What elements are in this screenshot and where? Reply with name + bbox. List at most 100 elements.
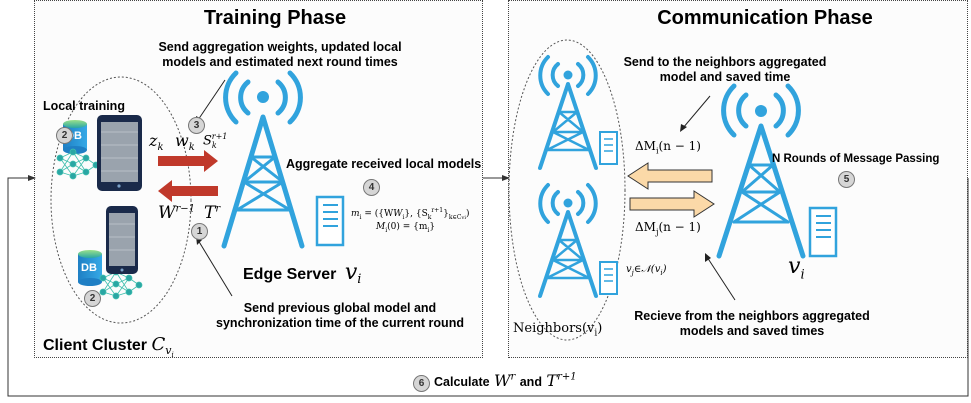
client-cluster-ellipse — [50, 76, 192, 324]
communication-phase-title: Communication Phase — [657, 7, 873, 29]
step-badge-4: 4 — [363, 179, 380, 196]
tr-sup: r — [215, 203, 221, 215]
send-neighbors-line1: Send to the neighbors aggregated — [623, 55, 827, 69]
pointer-send-prev — [197, 239, 233, 297]
pointer-send-weights — [197, 79, 226, 121]
delta-mi-label: ΔMi(n − 1) — [635, 139, 701, 155]
neighbor-top-dot — [563, 70, 573, 80]
tablet-icon-top — [97, 115, 142, 191]
sk-sub: k — [211, 140, 217, 150]
edge-server-var: v — [344, 260, 358, 285]
receive-text: Recieve from the neighbors aggregated mo… — [607, 309, 897, 339]
mi-vi: vi — [461, 214, 466, 221]
step-badge-6: 6 — [413, 375, 430, 392]
neighbors-sub: i — [594, 328, 598, 339]
neighbor-bottom-dot — [563, 198, 573, 208]
sk-sup: r+1 — [211, 132, 228, 141]
comm-vi-label: vi — [788, 254, 805, 282]
phase-link-arrowhead — [502, 175, 510, 181]
neighbors-text: Neighbors(v — [513, 321, 595, 336]
comm-tower-top-dot — [755, 105, 767, 117]
neural-net-icon-bottom — [99, 268, 143, 300]
mi0-sub: i — [385, 226, 388, 234]
delta-mi: ΔM — [635, 139, 656, 153]
vj-neighbors-label: vj∈𝒩(vi) — [626, 264, 667, 277]
loop-arrow-left — [28, 175, 36, 181]
cluster-subsub: i — [171, 351, 174, 360]
aggregate-text: Aggregate received local models — [286, 157, 482, 171]
wk-var: w — [175, 131, 189, 150]
neighbor-tower-icon-bottom — [538, 183, 598, 298]
feedback-loop-line — [7, 177, 969, 397]
comm-vi-sub: i — [800, 267, 805, 283]
delta-mj-label: ΔMj(n − 1) — [635, 220, 701, 236]
sk-var: S — [203, 133, 212, 149]
mi-w: W — [393, 209, 403, 219]
vj-rest-sub: i — [660, 269, 663, 277]
vj: v — [626, 264, 632, 275]
mi-w-sub: i — [402, 213, 405, 221]
send-prev-text: Send previous global model and synchroni… — [205, 301, 475, 331]
neighbor-server-box-bottom — [599, 261, 618, 295]
step-badge-2-top: 2 — [56, 127, 73, 144]
calculate-word: Calculate — [434, 375, 490, 389]
mi-equation: mi = ({WWi}, {Skr+1}k∈Cvi) — [351, 207, 469, 221]
calculate-text: Calculate Wr and Tr+1 — [434, 371, 577, 391]
wr-var: W — [158, 203, 176, 223]
mi0-equation: Mi(0) = {mi} — [376, 222, 435, 234]
zk-sub: k — [157, 142, 164, 154]
communication-phase-panel — [508, 0, 968, 358]
neighbors-end: ) — [597, 321, 603, 336]
mi-var: m — [351, 209, 360, 219]
mi0-var: M — [376, 222, 386, 232]
cluster-var: C — [151, 334, 166, 355]
wk-sub: k — [188, 142, 195, 154]
calc-t: T — [546, 371, 558, 390]
delta-mj-arg: (n − 1) — [658, 220, 701, 234]
tablet-icon-bottom — [106, 206, 138, 274]
vj-sub: j — [631, 269, 634, 277]
send-arrow-peach — [627, 162, 713, 190]
db-label-bottom: DB — [81, 262, 97, 274]
mi-s-sup: r+1 — [431, 207, 444, 214]
mi-rhs2: }, {S — [404, 209, 428, 219]
comm-tower-icon — [716, 83, 806, 259]
receive-line2: models and saved times — [679, 324, 825, 338]
delta-mi-sub: i — [655, 146, 659, 156]
cluster-sub: v — [165, 344, 172, 358]
mi0-m-sub: i — [427, 226, 430, 234]
send-prev-line1: Send previous global model and — [243, 301, 437, 315]
vj-end: ) — [662, 264, 667, 275]
download-arrow-red — [158, 180, 218, 202]
neural-net-icon-top — [56, 148, 100, 180]
delta-mj: ΔM — [635, 220, 656, 234]
tr-var: T — [204, 203, 216, 223]
mi-rhs: = ({W — [361, 209, 394, 219]
send-prev-line2: synchronization time of the current roun… — [216, 316, 464, 330]
step-badge-5: 5 — [838, 171, 855, 188]
edge-server-sub: i — [357, 272, 362, 288]
calc-t-sup: r+1 — [557, 371, 577, 383]
receive-arrow-peach — [629, 190, 715, 218]
edge-server-text: Edge Server — [243, 266, 337, 283]
wk-label: wk — [175, 131, 195, 153]
tr-label: Tr — [204, 203, 220, 223]
neighbor-tower-icon-top — [538, 55, 598, 170]
neighbor-server-box-top — [599, 131, 618, 165]
send-weights-line1: Send aggregation weights, updated local — [158, 40, 402, 54]
delta-mi-arg: (n − 1) — [658, 139, 701, 153]
zk-var: z — [149, 131, 158, 150]
neighbors-ellipse — [508, 39, 626, 341]
edge-server-tower-icon — [221, 70, 305, 249]
mi-s-sub: k — [427, 213, 432, 221]
mi-end: ) — [465, 209, 470, 219]
mi-sub: i — [359, 213, 362, 221]
upload-arrow-red — [158, 150, 218, 172]
pointer-receive — [706, 256, 736, 301]
wr-sup: r−1 — [175, 203, 196, 215]
send-neighbors-text: Send to the neighbors aggregated model a… — [605, 55, 845, 85]
edge-server-label: Edge Server vi — [243, 260, 361, 287]
comm-server-box-icon — [808, 206, 838, 258]
edge-tower-top-dot — [257, 91, 269, 103]
